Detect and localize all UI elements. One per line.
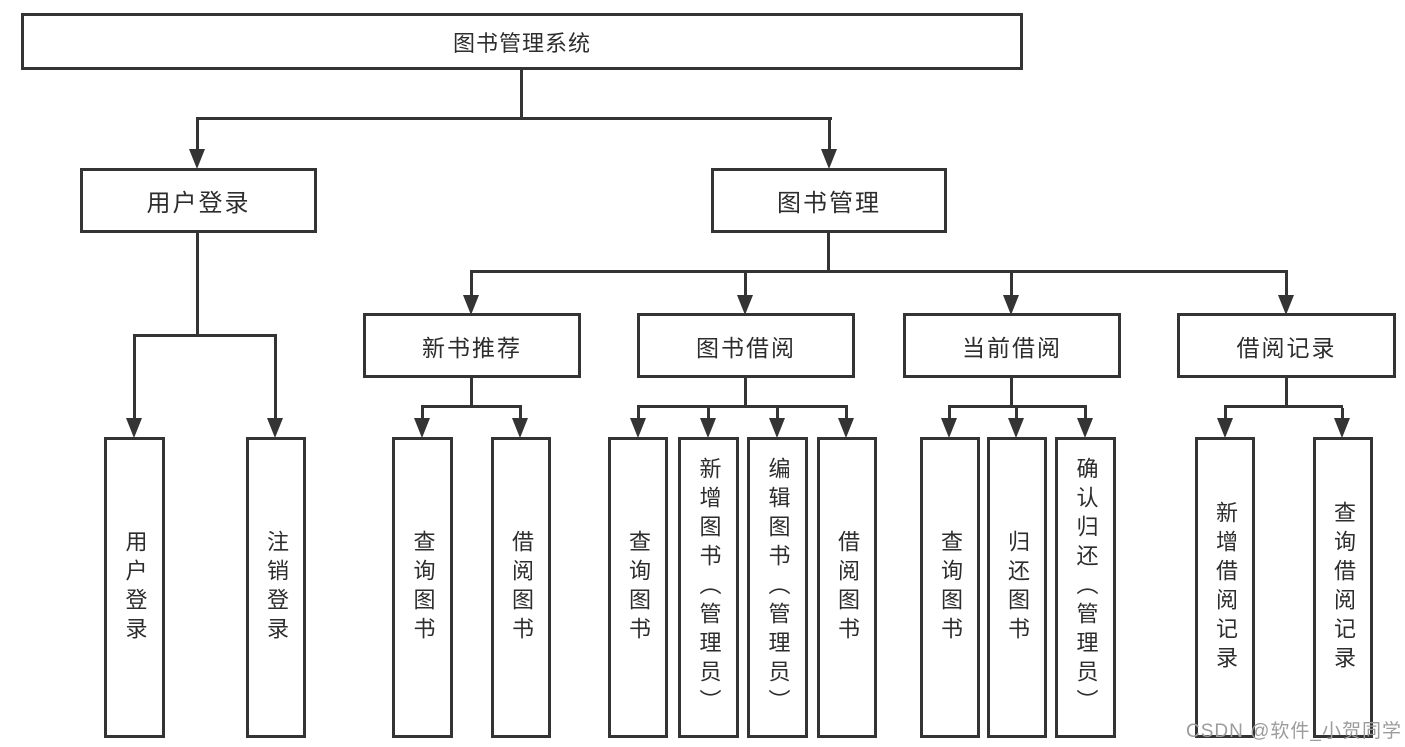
arrow-down-icon <box>126 337 143 438</box>
arrow-down-icon <box>1334 408 1351 438</box>
arrow-down-icon <box>1278 273 1295 315</box>
v-line <box>470 377 473 408</box>
h-line <box>421 405 522 408</box>
node-label: 用户登录 <box>146 190 251 217</box>
node-label: 编辑图书（管理员） <box>765 457 791 718</box>
v-line <box>520 69 523 120</box>
v-line <box>827 233 830 273</box>
arrow-down-icon <box>463 273 480 315</box>
leaf-query-books-current: 查询图书 <box>920 437 980 738</box>
node-label: 图书管理系统 <box>452 30 591 56</box>
node-label: 新增借阅记录 <box>1213 500 1238 675</box>
arrow-down-icon <box>700 408 717 438</box>
node-label: 查询借阅记录 <box>1331 500 1356 675</box>
h-line <box>1224 405 1343 408</box>
node-current-borrowing: 当前借阅 <box>903 313 1121 378</box>
arrow-down-icon <box>1008 408 1025 438</box>
arrow-down-icon <box>414 408 431 438</box>
arrow-down-icon <box>1217 408 1234 438</box>
leaf-edit-book-admin: 编辑图书（管理员） <box>747 437 808 738</box>
node-label: 借阅图书 <box>509 529 534 646</box>
h-line <box>196 117 832 120</box>
leaf-query-borrow-record: 查询借阅记录 <box>1313 437 1373 738</box>
arrow-down-icon <box>512 408 529 438</box>
arrow-down-icon <box>630 408 647 438</box>
node-borrowing-records: 借阅记录 <box>1177 313 1396 378</box>
h-line <box>948 405 1087 408</box>
arrow-down-icon <box>737 273 754 315</box>
node-book-borrowing: 图书借阅 <box>637 313 855 378</box>
node-label: 查询图书 <box>626 529 651 646</box>
v-line <box>196 232 199 337</box>
node-label: 用户登录 <box>122 529 148 646</box>
node-new-book-recommend: 新书推荐 <box>363 313 581 378</box>
csdn-watermark: CSDN @软件_小贺同学 <box>1186 721 1402 742</box>
node-label: 新书推荐 <box>422 334 522 361</box>
node-label: 注销登录 <box>264 529 289 646</box>
v-line <box>1285 377 1288 408</box>
node-label: 查询图书 <box>938 529 963 646</box>
node-label: 图书借阅 <box>696 334 796 361</box>
arrow-down-icon <box>941 408 958 438</box>
arrow-down-icon <box>189 120 206 169</box>
node-label: 借阅记录 <box>1236 334 1337 361</box>
leaf-add-book-admin: 新增图书（管理员） <box>678 437 739 738</box>
h-line <box>133 334 277 337</box>
h-line <box>637 405 848 408</box>
leaf-query-books-recommend: 查询图书 <box>392 437 453 738</box>
leaf-return-books: 归还图书 <box>987 437 1047 738</box>
v-line <box>1010 377 1013 408</box>
leaf-borrow-books-recommend: 借阅图书 <box>491 437 551 738</box>
v-line <box>744 377 747 408</box>
node-label: 新增图书（管理员） <box>696 457 722 718</box>
arrow-down-icon <box>838 408 855 438</box>
arrow-down-icon <box>769 408 786 438</box>
node-label: 归还图书 <box>1005 529 1030 646</box>
arrow-down-icon <box>821 120 838 169</box>
leaf-confirm-return-admin: 确认归还（管理员） <box>1055 437 1116 738</box>
node-library-system: 图书管理系统 <box>21 13 1023 70</box>
arrow-down-icon <box>267 337 284 438</box>
h-line <box>470 270 1288 273</box>
node-label: 当前借阅 <box>962 334 1062 361</box>
node-label: 图书管理 <box>777 190 881 217</box>
leaf-logout: 注销登录 <box>246 437 306 738</box>
arrow-down-icon <box>1077 408 1094 438</box>
leaf-query-books-borrowing: 查询图书 <box>608 437 668 738</box>
leaf-user-login: 用户登录 <box>104 437 165 738</box>
node-label: 借阅图书 <box>835 529 860 646</box>
leaf-add-borrow-record: 新增借阅记录 <box>1195 437 1255 738</box>
node-book-management: 图书管理 <box>711 168 947 233</box>
arrow-down-icon <box>1003 273 1020 315</box>
node-label: 查询图书 <box>410 529 436 646</box>
node-label: 确认归还（管理员） <box>1073 457 1099 718</box>
node-user-login: 用户登录 <box>80 168 317 233</box>
leaf-borrow-books-borrowing: 借阅图书 <box>817 437 877 738</box>
